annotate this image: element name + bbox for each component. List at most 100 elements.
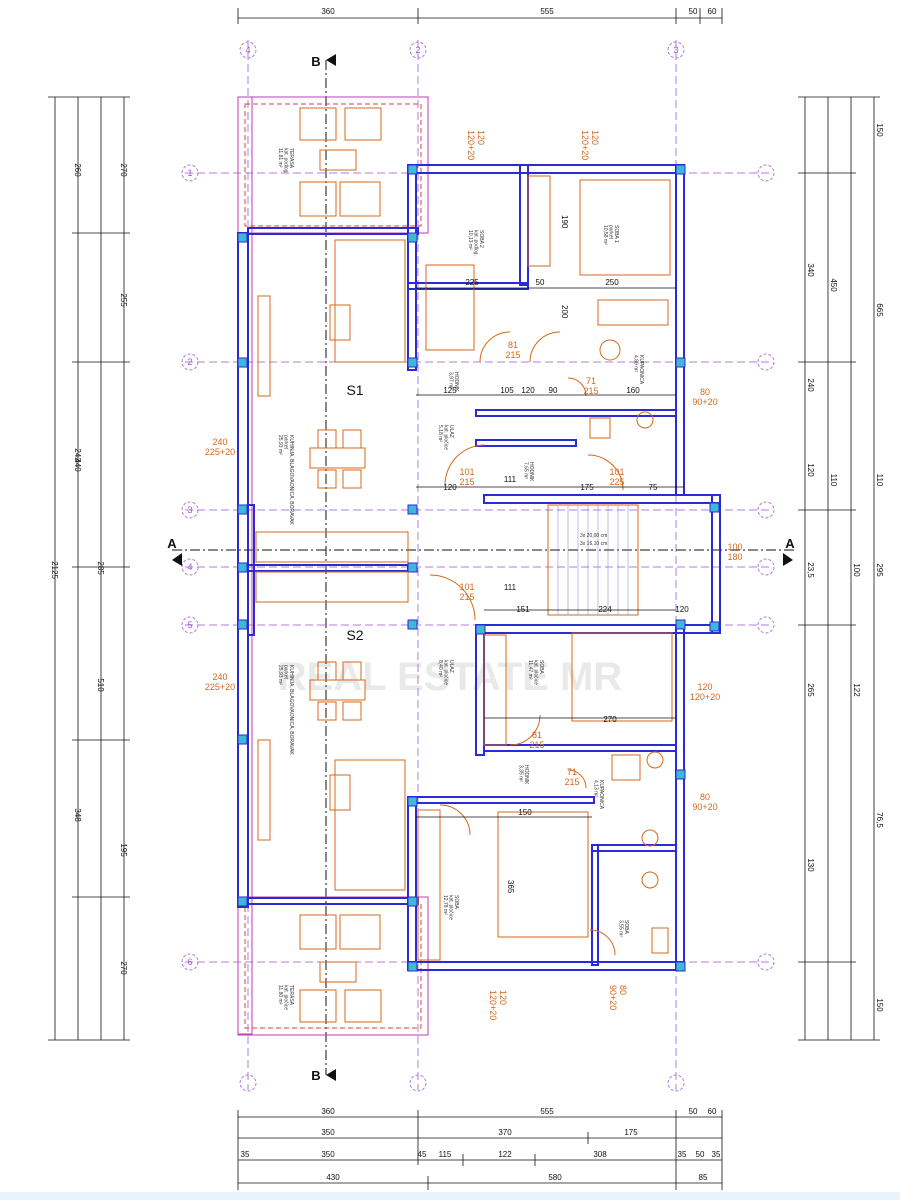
svg-text:120: 120: [806, 463, 815, 477]
svg-text:45: 45: [418, 1150, 427, 1159]
svg-text:151: 151: [516, 605, 530, 614]
svg-text:122: 122: [498, 1150, 512, 1159]
svg-text:3: 3: [673, 45, 678, 55]
svg-text:308: 308: [593, 1150, 607, 1159]
svg-text:195: 195: [119, 843, 128, 857]
unit-s1-label: S1: [346, 382, 363, 398]
svg-text:76,5: 76,5: [875, 812, 884, 828]
svg-text:60: 60: [708, 1107, 717, 1116]
svg-text:3x 20,00 cm: 3x 20,00 cm: [580, 533, 607, 539]
svg-text:KUHINJA, BLAGOVAONICA, BORAVAK: KUHINJA, BLAGOVAONICA, BORAVAKparket25,9…: [277, 435, 294, 525]
svg-text:122: 122: [852, 683, 861, 697]
svg-text:B: B: [311, 1068, 320, 1083]
svg-text:120: 120: [521, 386, 535, 395]
svg-text:50: 50: [689, 7, 698, 16]
grid-bubble-labels: 4 2 3 1 2 3 4 5 6: [187, 45, 678, 967]
svg-text:350: 350: [321, 1128, 335, 1137]
svg-text:KUPAONICA4,89 m²: KUPAONICA4,89 m²: [633, 355, 645, 385]
svg-text:120120+20: 120120+20: [580, 130, 600, 160]
svg-text:120120+20: 120120+20: [466, 130, 486, 160]
svg-text:190: 190: [560, 215, 569, 229]
svg-text:KUHINJA, BLAGOVAONICA, BORAVAK: KUHINJA, BLAGOVAONICA, BORAVAKparket25,9…: [277, 665, 294, 755]
svg-text:100: 100: [852, 563, 861, 577]
svg-text:SOBA3,55 m²: SOBA3,55 m²: [618, 920, 630, 937]
bottom-dimension-chains: [237, 1110, 723, 1190]
svg-text:120120+20: 120120+20: [690, 682, 720, 702]
svg-text:105: 105: [500, 386, 514, 395]
svg-text:555: 555: [540, 7, 554, 16]
svg-text:2125: 2125: [50, 561, 59, 579]
svg-text:ULAZkat. pločice5,18 m²: ULAZkat. pločice5,18 m²: [437, 425, 454, 450]
svg-text:125: 125: [443, 386, 457, 395]
svg-text:3x 16,10 cm: 3x 16,10 cm: [580, 541, 607, 547]
unit-labels: S1 S2: [346, 382, 363, 643]
svg-text:B: B: [311, 54, 320, 69]
svg-text:2: 2: [187, 357, 192, 367]
svg-text:295: 295: [875, 563, 884, 577]
left-dimension-chains: [48, 96, 130, 1041]
svg-text:HODNIK7,65 m²: HODNIK7,65 m²: [523, 462, 535, 482]
svg-text:110: 110: [829, 474, 838, 487]
svg-text:225: 225: [465, 278, 479, 287]
interior-dimensions: [416, 287, 684, 818]
svg-text:265: 265: [806, 683, 815, 697]
svg-text:150: 150: [875, 123, 884, 137]
svg-text:450: 450: [829, 278, 838, 292]
svg-text:KUPAONICA4,13 m²: KUPAONICA4,13 m²: [593, 780, 605, 810]
top-dimension-chain: [237, 8, 723, 24]
svg-text:240: 240: [806, 378, 815, 392]
svg-text:A: A: [167, 536, 177, 551]
svg-text:SOBA 2kat. podlog.10,13 m²: SOBA 2kat. podlog.10,13 m²: [467, 230, 484, 256]
svg-text:130: 130: [806, 858, 815, 872]
svg-text:SOBAkat. pločice12,78 m²: SOBAkat. pločice12,78 m²: [442, 895, 459, 920]
svg-text:SOBA 1parket10,58 m²: SOBA 1parket10,58 m²: [602, 225, 619, 245]
bottom-dimension-labels: 360 555 50 60 350 370 175 35 350 45 115 …: [241, 1107, 721, 1182]
svg-text:5: 5: [187, 620, 192, 630]
svg-text:60: 60: [708, 7, 717, 16]
svg-text:120120+20: 120120+20: [488, 990, 508, 1020]
columns: [237, 164, 720, 972]
left-dimension-labels: 2125 260 440 285 510 348 270 255 242 195…: [50, 163, 128, 975]
svg-text:360: 360: [321, 1107, 335, 1116]
svg-text:115: 115: [439, 1150, 452, 1159]
svg-text:270: 270: [119, 163, 128, 177]
svg-text:3: 3: [187, 505, 192, 515]
svg-text:HODNIK3,97 m²: HODNIK3,97 m²: [448, 372, 460, 392]
stair-treads: [557, 505, 629, 615]
svg-text:85: 85: [699, 1173, 708, 1182]
svg-text:35: 35: [712, 1150, 721, 1159]
svg-text:HODNIK3,35 m²: HODNIK3,35 m²: [518, 765, 530, 785]
svg-text:120: 120: [675, 605, 689, 614]
svg-text:224: 224: [598, 605, 612, 614]
svg-text:TERASAkat. podlog.11,81 m²: TERASAkat. podlog.11,81 m²: [277, 148, 294, 174]
svg-text:430: 430: [326, 1173, 340, 1182]
room-labels: TERASAkat. podlog.11,81 m² SOBA 2kat. po…: [277, 148, 644, 1010]
svg-text:250: 250: [605, 278, 619, 287]
svg-text:360: 360: [321, 7, 335, 16]
svg-text:242: 242: [73, 448, 82, 462]
svg-text:340: 340: [806, 263, 815, 277]
svg-text:2: 2: [415, 45, 420, 55]
top-dimension-labels: 360 555 50 60: [321, 7, 717, 16]
grid-bubbles: [181, 41, 775, 1092]
bottom-strip: [0, 1192, 900, 1200]
unit-s2-label: S2: [346, 627, 363, 643]
svg-text:35: 35: [678, 1150, 687, 1159]
svg-text:120: 120: [443, 483, 457, 492]
svg-text:ULAZkat. pločice8,40 m²: ULAZkat. pločice8,40 m²: [437, 660, 454, 685]
right-dimension-labels: 340 240 120 23,5 265 130 450 110 100 122…: [806, 123, 884, 1012]
door-swings: [429, 331, 624, 956]
svg-text:75: 75: [649, 483, 658, 492]
